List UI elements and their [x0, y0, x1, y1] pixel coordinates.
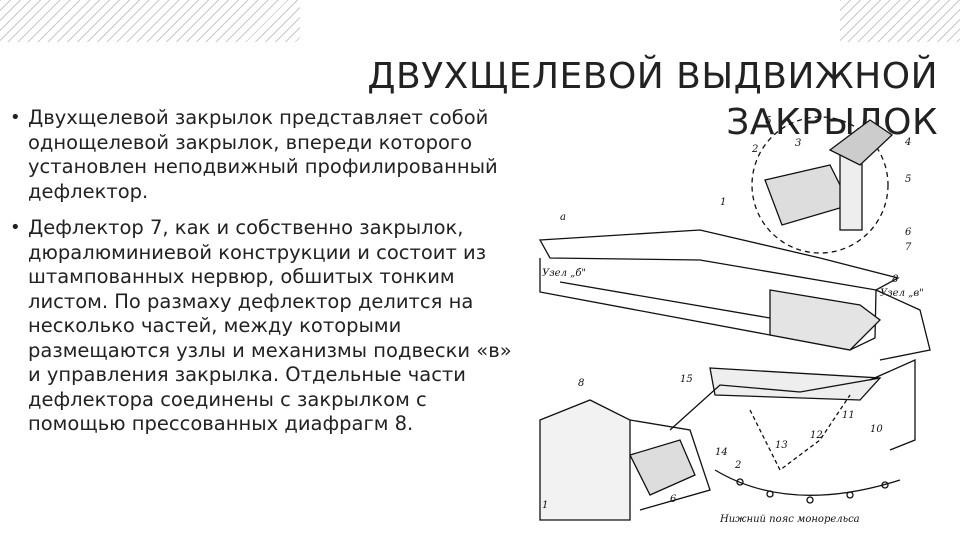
label-1: 1 — [720, 197, 726, 208]
bullet-marker: • — [10, 217, 21, 238]
label-4: 4 — [904, 137, 911, 148]
flap-trailing — [875, 289, 931, 361]
label-b: б — [765, 116, 772, 127]
rib-section — [769, 289, 881, 351]
detail-b-outline — [751, 116, 889, 254]
label-8-lower: 8 — [578, 378, 584, 389]
guide-11 — [749, 394, 851, 471]
bullet-item: • Двухщелевой закрылок представляет собо… — [8, 106, 518, 204]
label-13: 13 — [775, 440, 788, 451]
flap-line — [559, 281, 771, 319]
link-rod — [669, 377, 881, 431]
monorail — [714, 469, 901, 496]
label-node-b: Узел „б" — [542, 268, 586, 279]
block-1 — [539, 399, 631, 521]
label-2: 2 — [751, 144, 758, 155]
bullet-text: Двухщелевой закрылок представляет собой … — [28, 106, 498, 203]
decorative-hatch-left — [0, 0, 300, 42]
label-10: 10 — [870, 424, 883, 435]
arm-2 — [629, 419, 711, 511]
spar-10 — [869, 358, 916, 451]
bullet-text: Дефлектор 7, как и собственно закрылок, … — [28, 216, 512, 435]
figure-caption: Нижний пояс монорельса — [719, 514, 860, 525]
label-a: а — [560, 212, 566, 223]
title-line-1: ДВУХЩЕЛЕВОЙ ВЫДВИЖНОЙ — [367, 56, 938, 98]
bullet-list: • Двухщелевой закрылок представляет собо… — [8, 106, 518, 449]
label-node-v: Узел „в" — [880, 288, 924, 299]
label-3: 3 — [795, 138, 801, 149]
label-6: 6 — [905, 227, 912, 238]
bullet-marker: • — [10, 107, 21, 128]
drawing-svg: б 2 3 4 5 1 6 7 а Узел „б" 8 Узел „в" 8 … — [538, 116, 931, 525]
decorative-hatch-right — [840, 0, 960, 42]
slide-title: ДВУХЩЕЛЕВОЙ ВЫДВИЖНОЙ ЗАКРЫЛОК — [318, 54, 938, 146]
flap-engineering-drawing: б 2 3 4 5 1 6 7 а Узел „б" 8 Узел „в" 8 … — [520, 110, 940, 535]
bullet-item: • Дефлектор 7, как и собственно закрылок… — [8, 216, 518, 437]
label-1-lower: 1 — [542, 500, 548, 511]
title-line-2: ЗАКРЫЛОК — [726, 102, 938, 144]
label-11: 11 — [842, 410, 855, 421]
label-5: 5 — [905, 174, 911, 185]
label-7: 7 — [905, 242, 912, 253]
detail-b-plate — [764, 164, 851, 226]
label-12: 12 — [810, 430, 823, 441]
label-2-lower: 2 — [734, 460, 741, 471]
carriage — [709, 367, 882, 401]
bracket-14 — [629, 439, 696, 496]
label-6-lower: 6 — [670, 494, 677, 505]
label-14: 14 — [715, 447, 728, 458]
label-15: 15 — [680, 374, 693, 385]
label-8: 8 — [892, 274, 898, 285]
detail-b-arm — [828, 119, 894, 166]
deflector-upper — [538, 229, 900, 291]
